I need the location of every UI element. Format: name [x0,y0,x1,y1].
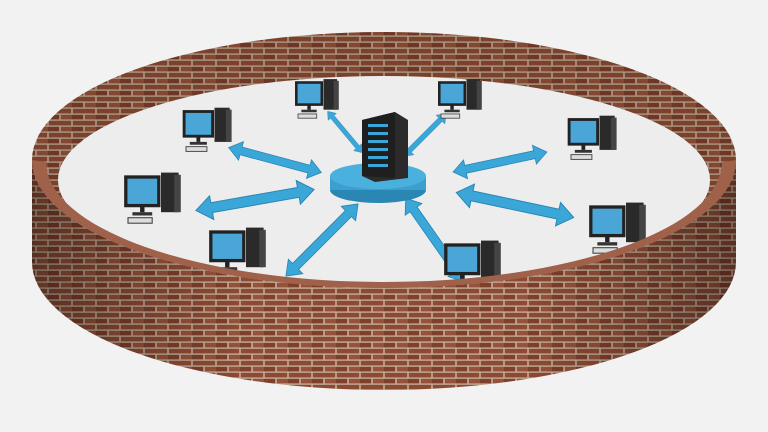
front-wall [32,160,736,390]
central-server [330,112,426,203]
